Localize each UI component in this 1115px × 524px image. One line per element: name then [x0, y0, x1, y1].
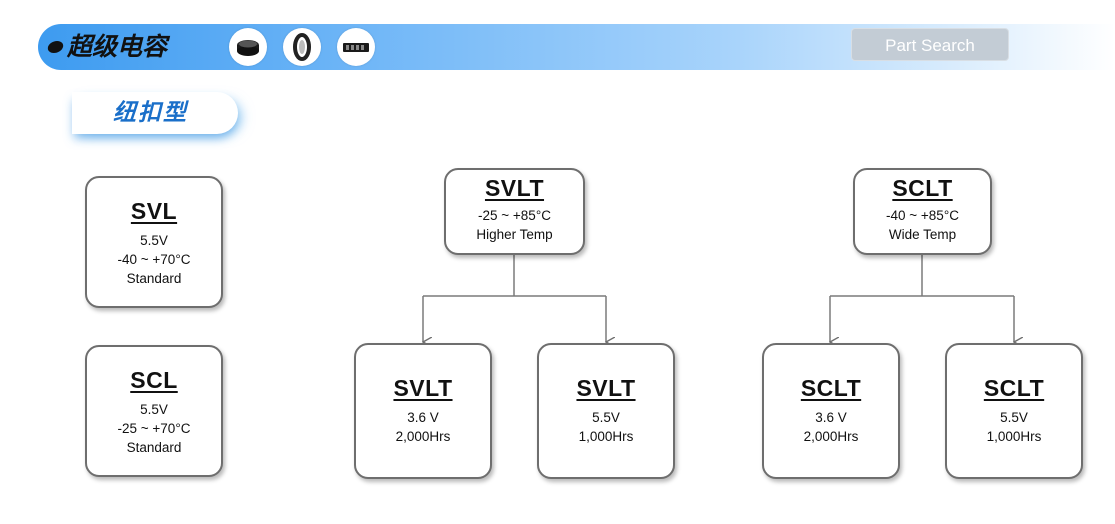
node-line: Standard — [126, 440, 182, 455]
node-svl[interactable]: SVL 5.5V -40 ~ +70°C Standard — [85, 176, 223, 308]
node-title: SVLT — [576, 375, 636, 401]
node-sclt-3v6[interactable]: SCLT 3.6 V 2,000Hrs — [762, 343, 900, 479]
node-line: 1,000Hrs — [986, 429, 1042, 444]
node-line: -25 ~ +70°C — [117, 421, 191, 436]
capacitor-ring-icon[interactable] — [283, 28, 321, 66]
section-tab — [72, 92, 238, 134]
node-line: 5.5V — [140, 402, 168, 417]
node-line: Higher Temp — [476, 227, 553, 242]
node-title: SCLT — [800, 375, 862, 401]
node-line: 5.5V — [592, 410, 620, 425]
node-line: 5.5V — [140, 233, 168, 248]
node-line: -40 ~ +85°C — [886, 208, 959, 223]
node-line: Standard — [126, 271, 182, 286]
node-svlt-5v5[interactable]: SVLT 5.5V 1,000Hrs — [537, 343, 675, 479]
node-svlt-3v6[interactable]: SVLT 3.6 V 2,000Hrs — [354, 343, 492, 479]
capacitor-module-icon[interactable] — [337, 28, 375, 66]
capacitor-coin-icon[interactable] — [229, 28, 267, 66]
node-line: 2,000Hrs — [395, 429, 451, 444]
node-line: 3.6 V — [815, 410, 847, 425]
part-search-button[interactable]: Part Search — [851, 28, 1009, 61]
node-title: SVLT — [393, 375, 453, 401]
node-svlt-parent[interactable]: SVLT -25 ~ +85°C Higher Temp — [444, 168, 585, 255]
node-line: -40 ~ +70°C — [117, 252, 191, 267]
page-title: 超级电容 — [46, 29, 168, 65]
node-title: SVL — [130, 198, 178, 224]
node-title: SCLT — [892, 175, 953, 201]
node-title: SVLT — [484, 175, 545, 201]
node-line: 5.5V — [1000, 410, 1028, 425]
node-scl[interactable]: SCL 5.5V -25 ~ +70°C Standard — [85, 345, 223, 477]
node-line: 1,000Hrs — [578, 429, 634, 444]
node-line: 3.6 V — [407, 410, 439, 425]
node-sclt-5v5[interactable]: SCLT 5.5V 1,000Hrs — [945, 343, 1083, 479]
node-sclt-parent[interactable]: SCLT -40 ~ +85°C Wide Temp — [853, 168, 992, 255]
node-line: -25 ~ +85°C — [478, 208, 551, 223]
node-title: SCL — [130, 367, 178, 393]
node-line: 2,000Hrs — [803, 429, 859, 444]
page-title-text: 超级电容 — [67, 32, 168, 61]
node-title: SCLT — [983, 375, 1045, 401]
section-title: 纽扣型 — [113, 99, 188, 126]
node-line: Wide Temp — [888, 227, 957, 242]
